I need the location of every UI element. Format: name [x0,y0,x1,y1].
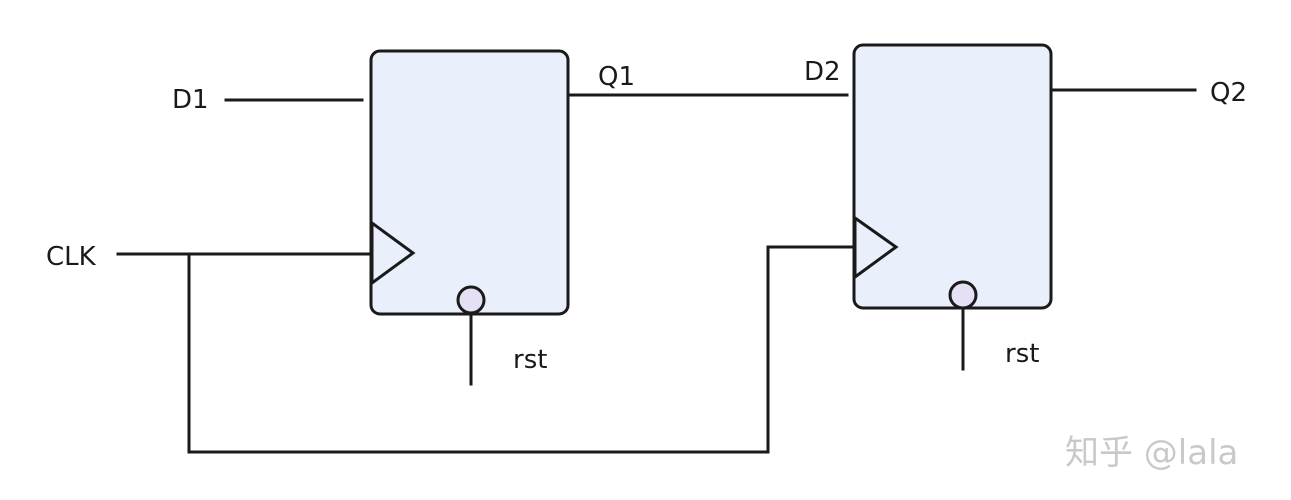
label-clk: CLK [46,242,97,272]
flip-flop-2-clock-triangle [853,215,899,280]
flip-flop-1 [369,49,570,316]
label-d2: D2 [804,57,841,87]
watermark: 知乎 @lala [1065,433,1238,473]
flip-flop-1-clock-triangle [370,220,416,286]
label-d1: D1 [172,85,209,115]
label-rst-2: rst [1005,339,1039,369]
label-q1: Q1 [598,62,635,92]
flip-flop-1-body [369,49,570,316]
clk-feedback-wire [187,245,855,454]
flip-flop-2-body [852,43,1053,310]
flip-flop-2-reset-bubble [948,280,978,310]
flip-flop-2 [852,43,1053,310]
flip-flop-1-reset-bubble [456,285,486,315]
label-q2: Q2 [1210,78,1247,108]
label-rst-1: rst [513,345,547,375]
